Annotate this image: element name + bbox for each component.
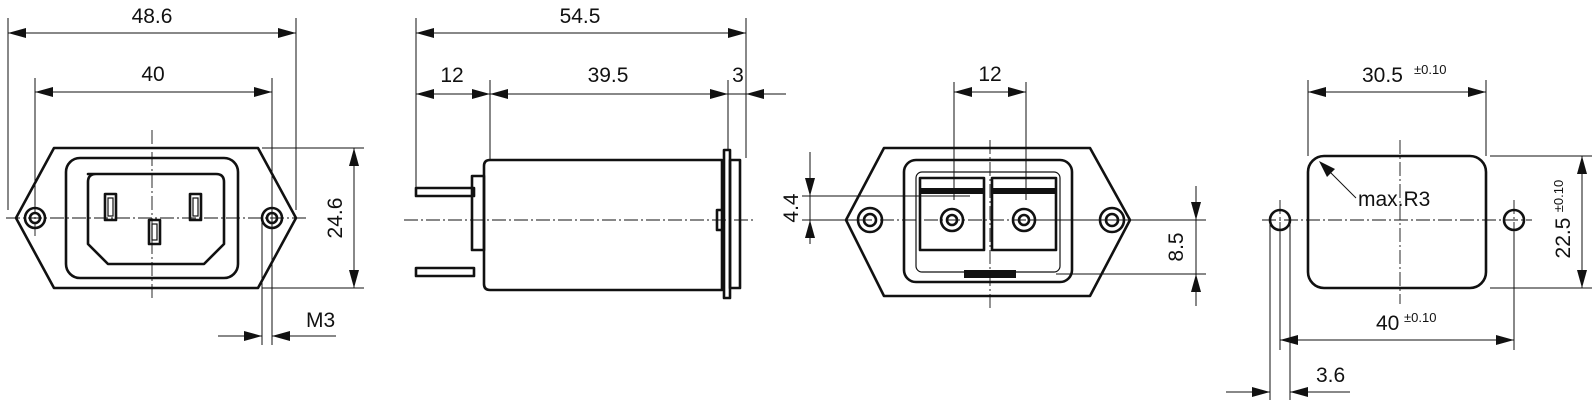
- dim-cutout-height-tol: ±0.10: [1551, 180, 1566, 212]
- dim-tab-height: 8.5: [1165, 232, 1188, 261]
- dim-hole-spacing-tol: ±0.10: [1404, 310, 1436, 325]
- dim-body-length: 39.5: [588, 64, 629, 87]
- dim-screw: M3: [306, 309, 335, 332]
- dim-hole-spacing: 40: [1376, 312, 1399, 335]
- dim-corner-radius: max.R3: [1358, 188, 1430, 211]
- dim-cutout-width-tol: ±0.10: [1414, 62, 1446, 77]
- dim-contact-spacing: 12: [978, 63, 1001, 86]
- view-front-inlet: 48.6 40 24.6 M3: [6, 5, 364, 345]
- dim-flange: 3: [732, 64, 744, 87]
- dim-hole-diameter: 3.6: [1316, 364, 1345, 387]
- dim-cutout-width: 30.5: [1362, 64, 1403, 87]
- view-side: 54.5 12 39.5 3: [404, 5, 786, 300]
- view-rear: 12 4.4 8.5: [780, 63, 1206, 308]
- dim-cutout-height: 22.5: [1552, 218, 1575, 259]
- dim-height: 24.6: [324, 198, 347, 239]
- dim-inlet-width: 40: [141, 63, 164, 86]
- dim-overall-length: 54.5: [560, 5, 601, 28]
- dim-tab-length: 12: [440, 64, 463, 87]
- dim-vertical-offset: 4.4: [780, 193, 803, 223]
- dim-overall-width: 48.6: [132, 5, 173, 28]
- view-panel-cutout: max.R3 30.5 ±0.10 22.5 ±0.10 40 ±0.10 3.…: [1226, 62, 1592, 400]
